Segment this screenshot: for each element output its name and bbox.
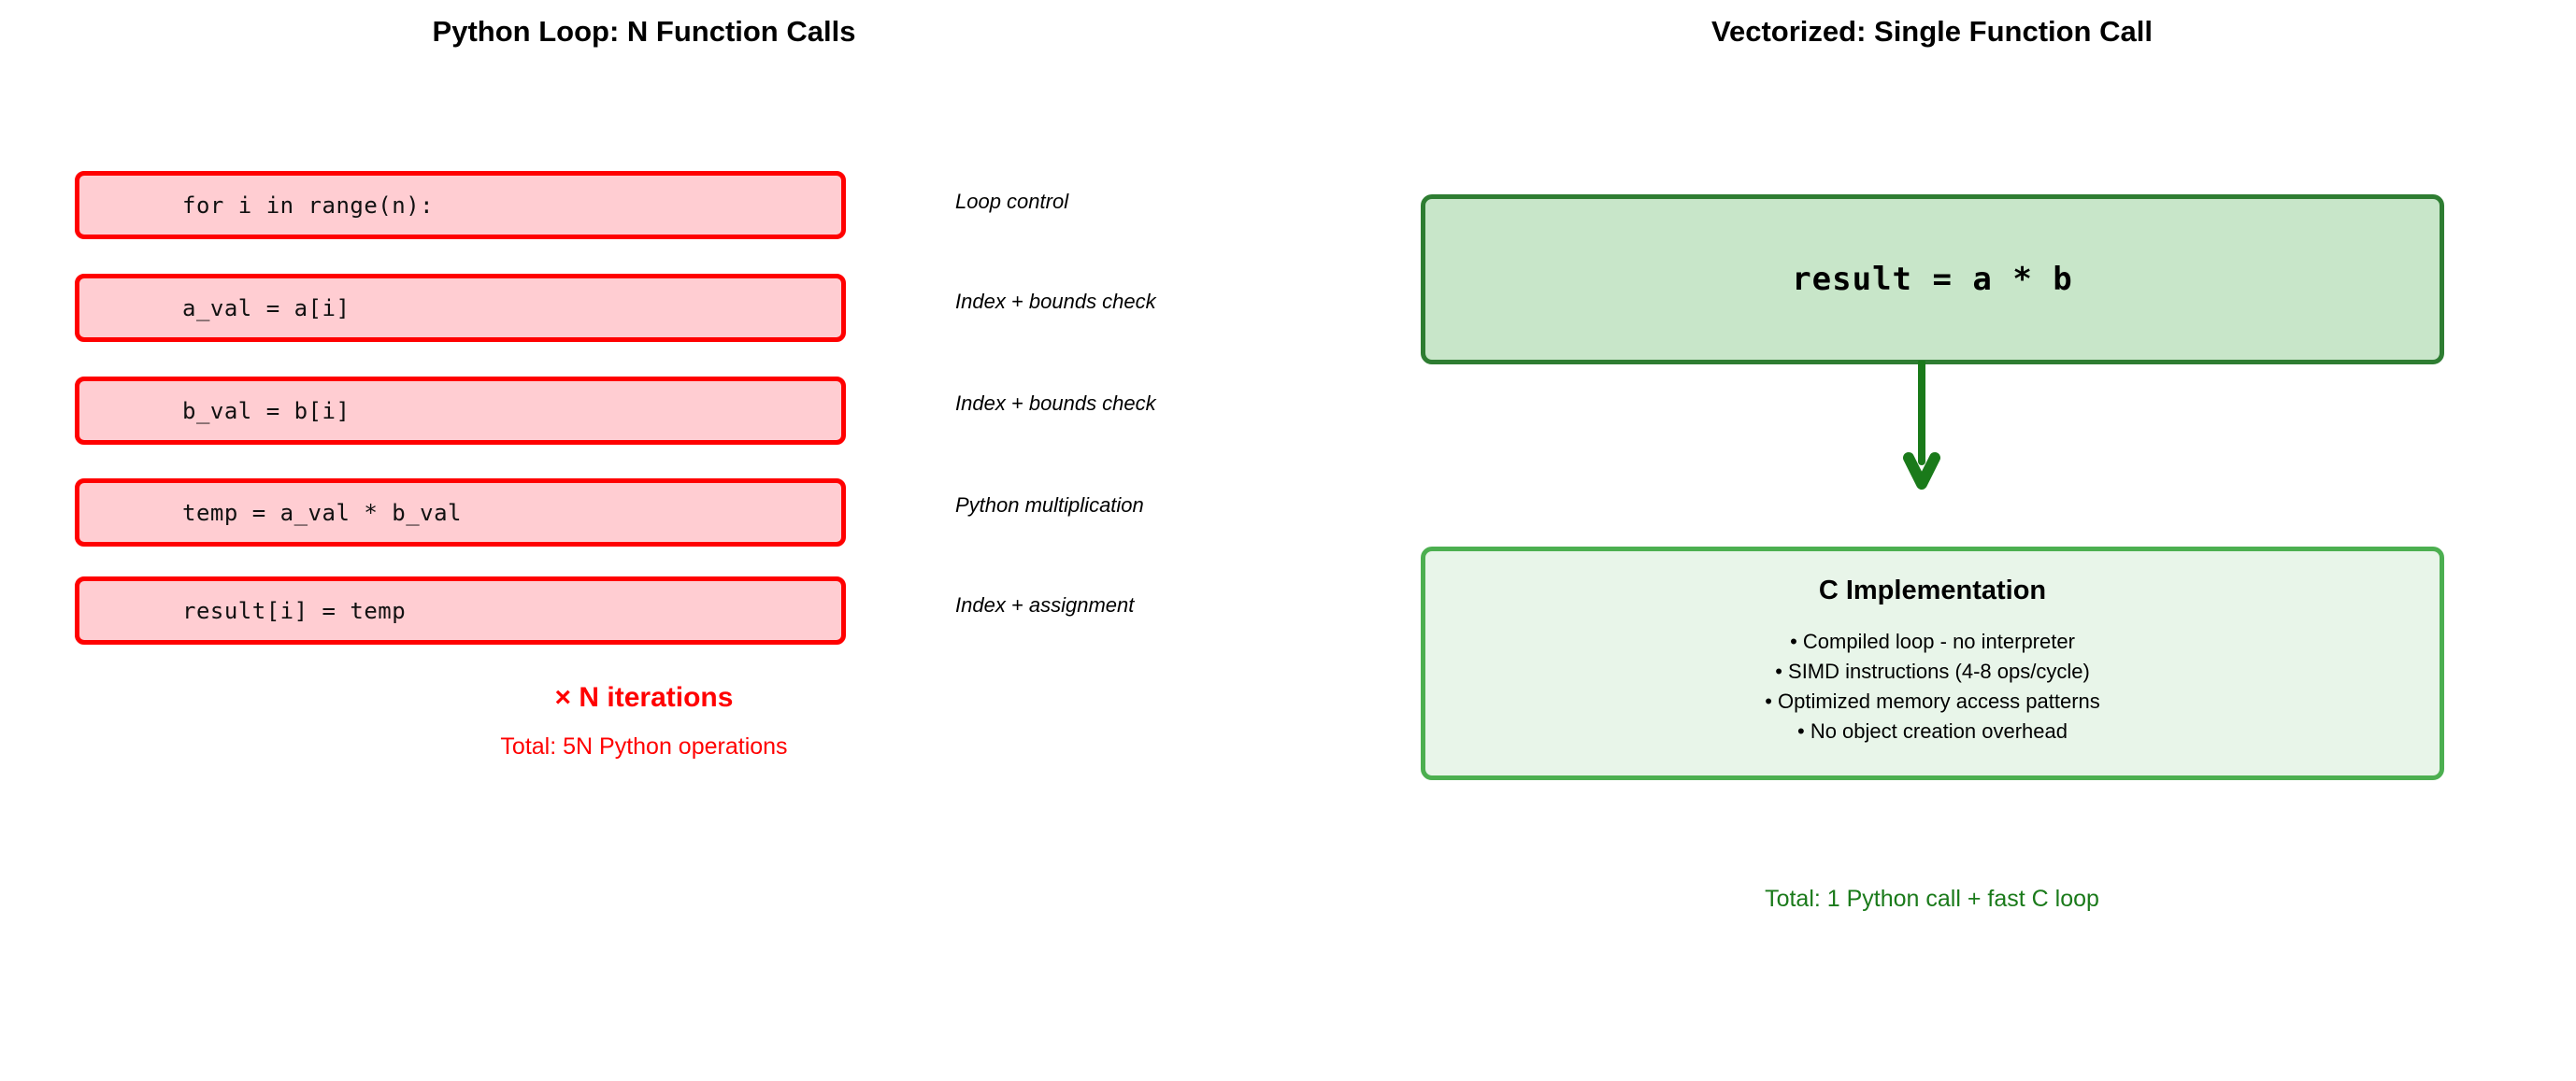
loop-total-label: Total: 5N Python operations xyxy=(500,733,788,760)
c-implementation-box: C Implementation • Compiled loop - no in… xyxy=(1421,547,2444,780)
c-implementation-bullet: • Compiled loop - no interpreter xyxy=(1790,630,2075,653)
iterations-multiplier-label: × N iterations xyxy=(554,682,734,713)
right-panel-title: Vectorized: Single Function Call xyxy=(1711,15,2153,48)
loop-step-box: result[i] = temp xyxy=(75,576,846,645)
loop-step-annotation: Index + bounds check xyxy=(955,290,1156,313)
c-implementation-bullet: • No object creation overhead xyxy=(1797,719,2068,743)
loop-step-annotation: Loop control xyxy=(955,190,1069,213)
loop-step-box: for i in range(n): xyxy=(75,171,846,239)
loop-step-code: a_val = a[i] xyxy=(182,294,351,321)
loop-step-code: temp = a_val * b_val xyxy=(182,499,462,526)
loop-step-box: temp = a_val * b_val xyxy=(75,478,846,547)
vectorized-call-box: result = a * b xyxy=(1421,194,2444,364)
vectorized-total-label: Total: 1 Python call + fast C loop xyxy=(1765,886,2099,912)
loop-step-code: b_val = b[i] xyxy=(182,397,351,424)
left-panel-title: Python Loop: N Function Calls xyxy=(432,15,856,48)
loop-step-annotation: Index + assignment xyxy=(955,593,1135,617)
loop-step-code: result[i] = temp xyxy=(182,597,407,624)
loop-step-code: for i in range(n): xyxy=(182,192,435,219)
loop-step-annotation: Index + bounds check xyxy=(955,391,1156,415)
loop-step-annotation: Python multiplication xyxy=(955,493,1144,517)
loop-step-box: a_val = a[i] xyxy=(75,274,846,342)
c-implementation-title: C Implementation xyxy=(1818,576,2047,605)
vectorized-call-code: result = a * b xyxy=(1792,261,2073,298)
arrow-down-icon xyxy=(1903,361,1940,490)
loop-step-box: b_val = b[i] xyxy=(75,377,846,445)
c-implementation-bullet: • SIMD instructions (4-8 ops/cycle) xyxy=(1775,660,2090,683)
c-implementation-bullet: • Optimized memory access patterns xyxy=(1765,690,2100,713)
